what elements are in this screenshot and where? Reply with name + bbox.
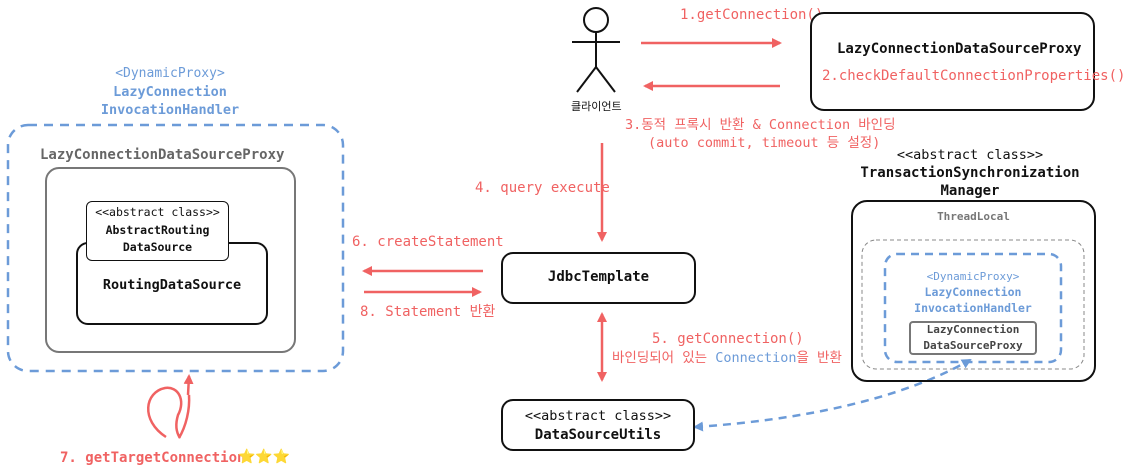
jdbc-template-label: JdbcTemplate [547,269,650,285]
dynamic-proxy-left-stereotype: <DynamicProxy> [115,66,225,81]
tx-sync-line3: Manager [940,183,1000,199]
step-5-label-line2: 바인딩되어 있는 Connection을 반환 [612,350,842,366]
step-5-line2-suffix: 을 반환 [796,350,842,366]
client-label: 클라이언트 [571,100,622,113]
step-3-label-line2: (auto commit, timeout 등 설정) [648,135,881,151]
lazy-conn-right-line1: LazyConnection [926,323,1020,336]
datasource-utils-box [501,399,695,451]
step-7-label: 7. getTargetConnection [60,450,246,466]
dynamic-proxy-container-right [883,252,1063,364]
arrow-step-7-head [183,374,194,396]
step-3-label-line1: 3.동적 프록시 반환 & Connection 바인딩 [625,117,896,133]
abstract-routing-datasource-box [86,201,229,261]
lazy-connection-proxy-box [810,12,1095,111]
datasource-utils-label: DataSourceUtils [534,427,662,443]
tx-sync-stereotype: <<abstract class>> [896,147,1044,163]
dynamic-proxy-left-line3: InvocationHandler [100,102,240,118]
threadlocal-label: ThreadLocal [937,210,1010,223]
threadlocal-container [861,239,1085,370]
step-2-label: 2.checkDefaultConnectionProperties() [822,68,1125,84]
step-5-line2-highlight: Connection [715,350,797,366]
step-4-label: 4. query execute [475,180,610,196]
step-5-label-line1: 5. getConnection() [652,331,804,347]
arrow-step-7-loop [147,386,183,439]
dynamic-proxy-container-left [6,123,345,373]
tx-sync-manager-box [851,200,1096,382]
abstract-routing-stereotype: <<abstract class>> [95,205,220,219]
step-1-label: 1.getConnection() [680,7,824,23]
dynamic-proxy-right-line3: InvocationHandler [914,301,1032,315]
routing-datasource-label: RoutingDataSource [102,277,242,293]
jdbc-template-box [501,252,696,304]
datasource-utils-stereotype: <<abstract class>> [524,408,672,424]
client-stick-figure-icon [572,7,620,93]
lazy-conn-right-line2: DataSourceProxy [923,339,1023,352]
step-5-line2-prefix: 바인딩되어 있는 [612,350,716,366]
step-8-label: 8. Statement 반환 [360,304,496,320]
abstract-routing-line3: DataSource [122,240,193,254]
abstract-routing-line2: AbstractRouting [105,223,210,237]
tx-sync-line2: TransactionSynchronization [860,165,1080,181]
dynamic-proxy-right-stereotype: <DynamicProxy> [926,270,1020,283]
lazy-connection-proxy-title: LazyConnectionDataSourceProxy [837,41,1082,57]
step-7-stars-icon: ⭐⭐⭐ [238,449,291,465]
step-6-label: 6. createStatement [352,234,504,250]
dynamic-proxy-left-line2: LazyConnection [113,84,227,100]
lazy-conn-right-box [909,321,1037,355]
lazy-proxy-left-title: LazyConnectionDataSourceProxy [38,147,287,164]
dynamic-proxy-right-line2: LazyConnection [924,285,1022,299]
blue-binding-arrow [693,358,972,432]
